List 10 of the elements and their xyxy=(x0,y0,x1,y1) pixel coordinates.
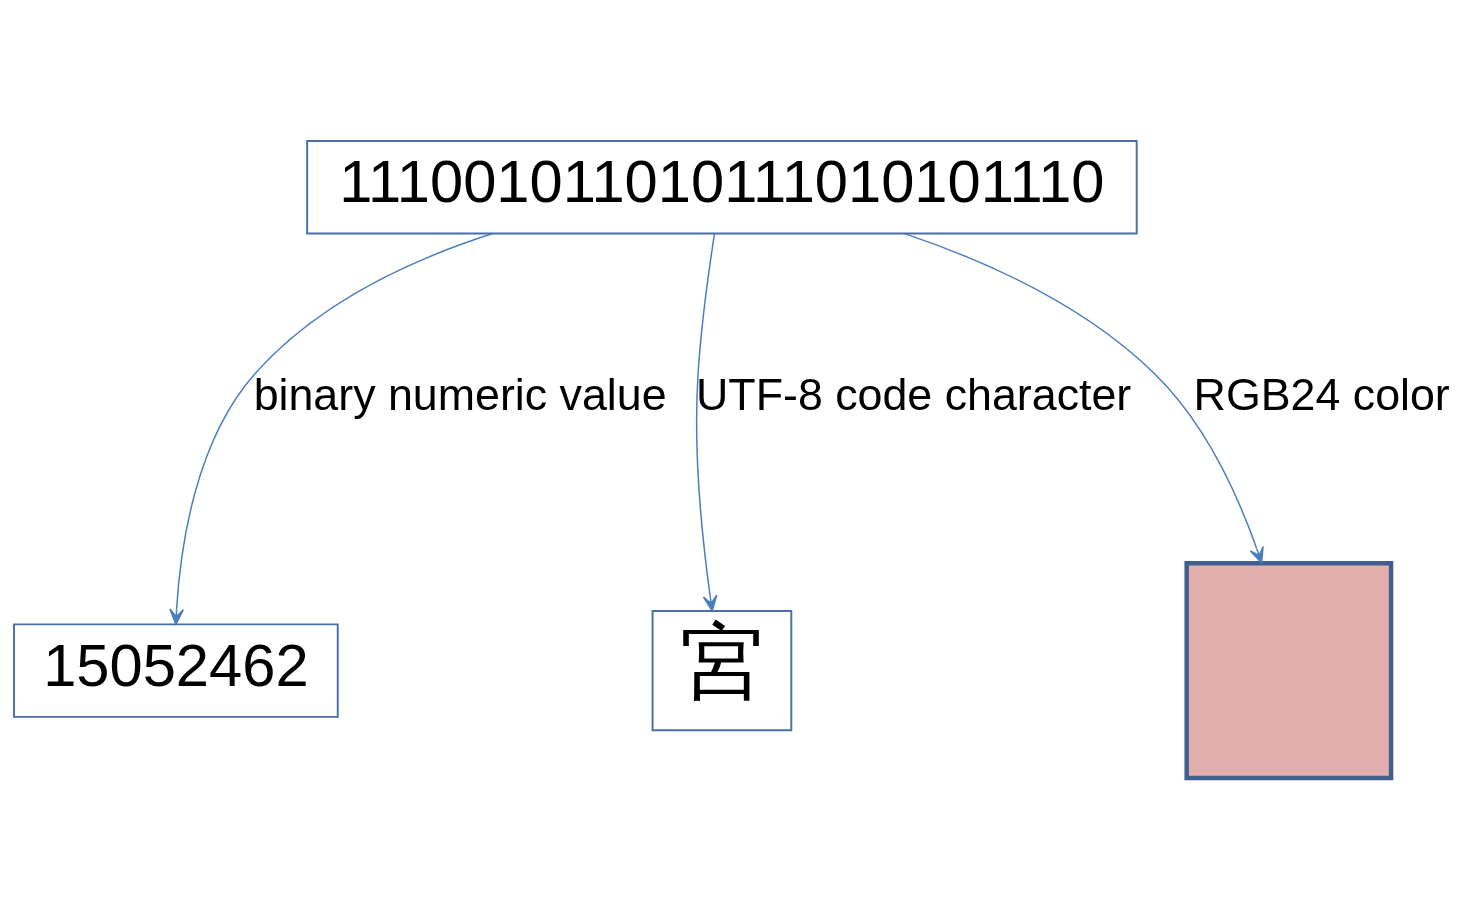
edge-label: binary numeric value xyxy=(253,368,667,419)
node-box xyxy=(1184,560,1394,780)
node-box: 宮 xyxy=(651,609,793,731)
node-box: 111001011010111010101110 xyxy=(306,139,1138,234)
edge-label: RGB24 color xyxy=(1193,368,1450,419)
node-box: 15052462 xyxy=(13,622,339,718)
edge-label: UTF-8 code character xyxy=(696,368,1132,419)
arrow xyxy=(695,232,718,612)
arrow xyxy=(903,232,1264,564)
arrow xyxy=(169,232,494,625)
